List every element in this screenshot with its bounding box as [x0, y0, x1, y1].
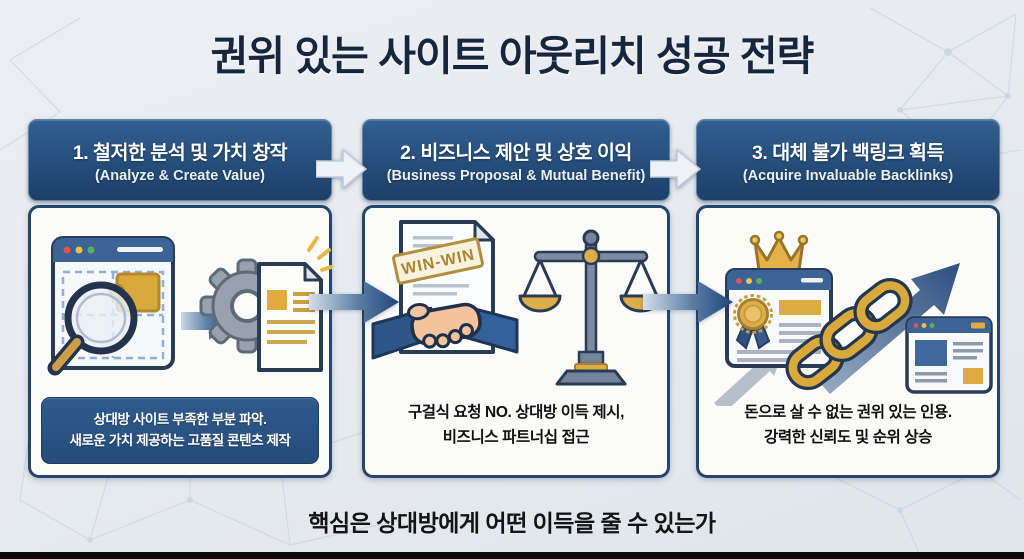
- step2-heading: 2. 비즈니스 제안 및 상호 이익: [400, 142, 632, 164]
- step1-illustration: [47, 236, 333, 376]
- step2-desc-line2: 비즈니스 파트너십 접근: [442, 429, 590, 447]
- gear-document-icon: [199, 236, 333, 372]
- flow-arrow-icon: [643, 281, 733, 323]
- step2-header: 2. 비즈니스 제안 및 상호 이익 (Business Proposal & …: [362, 119, 670, 201]
- step1-description: 상대방 사이트 부족한 부분 파악. 새로운 가치 제공하는 고품질 콘텐츠 제…: [41, 396, 319, 464]
- header-arrow-icon: [316, 148, 368, 190]
- step2-body: WIN-WIN: [362, 205, 670, 478]
- step3-heading: 3. 대체 불가 백링크 획득: [752, 142, 944, 164]
- step1-desc-line2: 새로운 가치 제공하는 고품질 콘텐츠 제작: [69, 433, 291, 449]
- step-panel-2: 2. 비즈니스 제안 및 상호 이익 (Business Proposal & …: [362, 119, 670, 478]
- footer-tagline: 핵심은 상대방에게 어떤 이득을 줄 수 있는가: [308, 510, 716, 536]
- step3-subheading: (Acquire Invaluable Backlinks): [742, 168, 954, 184]
- step1-body: 상대방 사이트 부족한 부분 파악. 새로운 가치 제공하는 고품질 콘텐츠 제…: [28, 205, 333, 478]
- step2-description: 구걸식 요청 NO. 상대방 이득 제시, 비즈니스 파트너십 접근: [367, 400, 665, 451]
- step-panel-3: 3. 대체 불가 백링크 획득 (Acquire Invaluable Back…: [696, 119, 1000, 478]
- step3-body: 돈으로 살 수 없는 권위 있는 인용. 강력한 신뢰도 및 순위 상승: [696, 205, 1000, 478]
- bottom-bar: [0, 552, 1024, 559]
- balance-scale-icon: [518, 229, 663, 386]
- step3-desc-line1: 돈으로 살 수 없는 권위 있는 인용.: [744, 403, 952, 421]
- handshake-icon: [371, 302, 519, 360]
- step3-illustration: [714, 230, 993, 406]
- step3-desc-line2: 강력한 신뢰도 및 순위 상승: [763, 429, 933, 447]
- step1-subheading: (Analyze & Create Value): [94, 168, 266, 184]
- step1-header: 1. 철저한 분석 및 가치 창작 (Analyze & Create Valu…: [28, 119, 332, 201]
- step3-header: 3. 대체 불가 백링크 획득 (Acquire Invaluable Back…: [696, 119, 1000, 201]
- header-arrow-icon: [650, 148, 702, 190]
- flow-arrow-icon: [309, 281, 399, 323]
- step2-subheading: (Business Proposal & Mutual Benefit): [386, 168, 646, 184]
- step-panel-1: 1. 철저한 분석 및 가치 창작 (Analyze & Create Valu…: [28, 119, 333, 478]
- step1-heading: 1. 철저한 분석 및 가치 창작: [72, 142, 288, 164]
- page-title: 권위 있는 사이트 아웃리치 성공 전략: [210, 33, 815, 79]
- crowned-browser-icon: [725, 230, 833, 368]
- browser-puzzle-magnifier-icon: [47, 236, 175, 376]
- step3-description: 돈으로 살 수 없는 권위 있는 인용. 강력한 신뢰도 및 순위 상승: [701, 400, 995, 451]
- article-browser-icon: [905, 316, 993, 394]
- step2-desc-line1: 구걸식 요청 NO. 상대방 이득 제시,: [407, 403, 625, 421]
- step2-illustration: WIN-WIN: [371, 220, 663, 386]
- sparkle-icon: [307, 236, 333, 272]
- medal-icon: [733, 294, 773, 350]
- chain-link-icon: [785, 277, 913, 391]
- step1-desc-line1: 상대방 사이트 부족한 부분 파악.: [93, 411, 267, 427]
